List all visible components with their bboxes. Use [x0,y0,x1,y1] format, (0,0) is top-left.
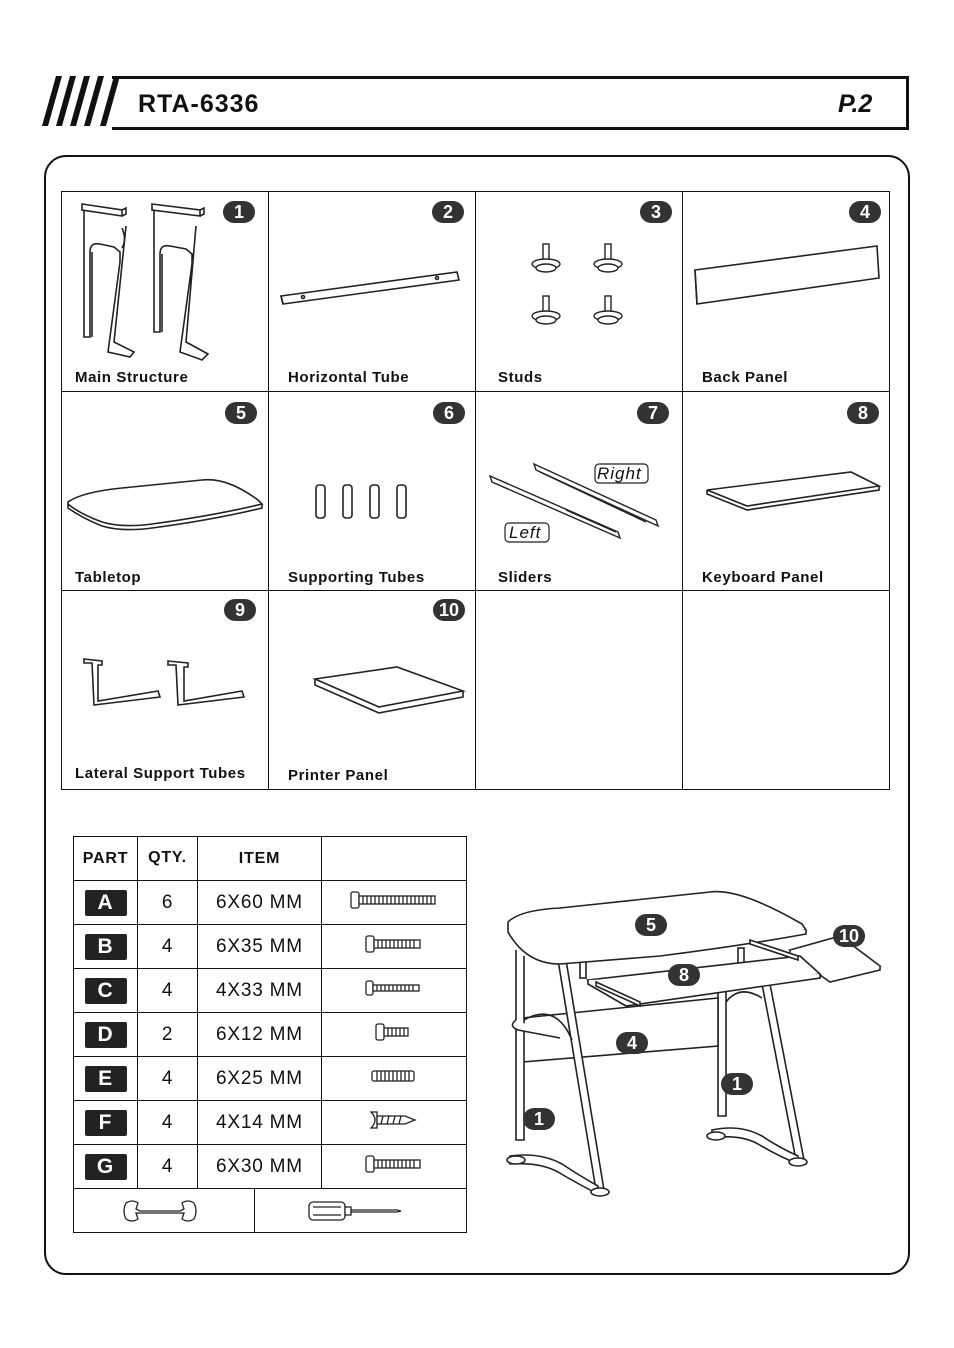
header-stripes-icon [42,76,120,126]
part-letter-badge: A [84,889,127,916]
table-row: E 4 6X25 MM [73,1056,467,1101]
hardware-table: PART QTY. ITEM A 6 6X60 MM B 4 6X35 MM C… [73,836,467,1233]
part-cell-5: 5 Tabletop [61,391,269,591]
printer-panel-icon [312,666,467,714]
quantity-cell: 2 [137,1012,198,1057]
quantity-cell: 4 [137,924,198,969]
part-number-badge: 2 [432,201,464,223]
screw-icon [365,979,420,996]
part-number-badge: 5 [225,402,257,424]
callout-badge: 1 [721,1073,753,1095]
callout-badge: 5 [635,914,667,936]
sliders-icon [488,462,660,543]
callout-badge: 8 [668,964,700,986]
part-cell-7: Right Left 7 Sliders [475,391,683,591]
header-frame [112,76,909,130]
part-letter-badge: E [84,1065,127,1092]
part-label: Keyboard Panel [702,569,824,586]
part-number-badge: 7 [637,402,669,424]
part-letter-badge: C [84,977,127,1004]
part-cell-8: 8 Keyboard Panel [682,391,890,591]
part-letter-badge: D [84,1021,127,1048]
horizontal-tube-icon [280,271,460,305]
empty-cell [475,590,683,790]
part-cell-10: 10 Printer Panel [268,590,476,790]
part-label: Horizontal Tube [288,369,410,386]
supporting-tubes-icon [315,484,407,519]
item-size-cell: 6X25 MM [197,1056,322,1101]
part-label: Printer Panel [288,767,389,784]
part-number-badge: 8 [847,402,879,424]
quantity-cell: 6 [137,880,198,925]
part-number-badge: 3 [640,201,672,223]
item-size-cell: 6X12 MM [197,1012,322,1057]
quantity-cell: 4 [137,968,198,1013]
column-header-qty: QTY. [137,836,198,881]
table-row: F 4 4X14 MM [73,1100,467,1145]
studs-icon [531,243,623,325]
quantity-cell: 4 [137,1056,198,1101]
back-panel-icon [694,245,880,305]
content-panel [44,155,910,1275]
part-label: Main Structure [75,369,189,386]
part-letter-badge: B [84,933,127,960]
screwdriver-icon [308,1201,402,1221]
bolt-icon [365,1154,421,1173]
part-letter-badge: G [84,1153,127,1180]
table-row: D 2 6X12 MM [73,1012,467,1057]
tabletop-icon [67,478,264,531]
callout-badge: 10 [833,925,865,947]
item-size-cell: 6X30 MM [197,1144,322,1189]
page-number: P.2 [838,90,873,118]
part-cell-1: 1 Main Structure [61,191,269,392]
item-size-cell: 6X35 MM [197,924,322,969]
wood-screw-icon [369,1110,417,1129]
item-size-cell: 4X14 MM [197,1100,322,1145]
item-size-cell: 4X33 MM [197,968,322,1013]
part-cell-4: 4 Back Panel [682,191,890,392]
column-header-item: ITEM [197,836,322,881]
item-size-cell: 6X60 MM [197,880,322,925]
part-cell-6: 6 Supporting Tubes [268,391,476,591]
callout-badge: 4 [616,1032,648,1054]
part-letter-badge: F [84,1109,127,1136]
slider-left-label: Left [509,523,542,542]
bolt-icon [350,890,436,909]
part-label: Back Panel [702,369,789,386]
main-structure-icon [81,203,210,361]
assembled-desk-illustration [506,890,882,1197]
model-number: RTA-6336 [138,90,260,118]
tools-row [73,1188,467,1233]
part-label: Lateral Support Tubes [75,765,246,782]
callout-badge: 1 [523,1108,555,1130]
part-number-badge: 4 [849,201,881,223]
part-number-badge: 1 [223,201,255,223]
part-label: Sliders [498,569,553,586]
table-row: B 4 6X35 MM [73,924,467,969]
quantity-cell: 4 [137,1100,198,1145]
part-number-badge: 10 [433,599,465,621]
table-row: G 4 6X30 MM [73,1144,467,1189]
part-cell-2: 2 Horizontal Tube [268,191,476,392]
table-row: A 6 6X60 MM [73,880,467,925]
part-number-badge: 6 [433,402,465,424]
column-header-illustration [321,836,467,881]
part-label: Studs [498,369,543,386]
part-label: Tabletop [75,569,142,586]
keyboard-panel-icon [706,471,882,511]
lateral-support-tubes-icon [83,658,246,706]
bolt-icon [375,1022,409,1041]
bolt-icon [365,934,421,953]
part-label: Supporting Tubes [288,569,425,586]
empty-cell [682,590,890,790]
column-header-part: PART [73,836,138,881]
dowel-icon [371,1069,415,1082]
slider-right-label: Right [597,464,642,483]
table-row: C 4 4X33 MM [73,968,467,1013]
quantity-cell: 4 [137,1144,198,1189]
wrench-icon [123,1200,197,1222]
part-cell-3: 3 Studs [475,191,683,392]
part-cell-9: 9 Lateral Support Tubes [61,590,269,790]
part-number-badge: 9 [224,599,256,621]
